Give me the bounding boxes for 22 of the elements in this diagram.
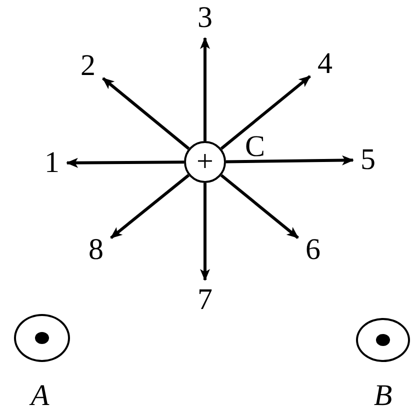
direction-number: 2	[77, 50, 99, 82]
point-label: A	[30, 381, 50, 411]
arrow	[220, 174, 299, 239]
arrow	[226, 155, 354, 166]
direction-number: 7	[194, 284, 216, 316]
direction-number: 8	[85, 234, 107, 266]
wire-symbol	[14, 314, 70, 362]
point-charge: +	[184, 141, 226, 183]
arrow	[200, 183, 210, 281]
direction-number: 1	[41, 147, 63, 179]
direction-number: 3	[194, 2, 216, 34]
direction-number: 4	[314, 48, 336, 80]
arrow	[200, 37, 210, 141]
direction-number: 5	[357, 144, 379, 176]
point-label: C	[245, 132, 265, 162]
arrow	[110, 174, 190, 240]
arrow	[66, 158, 184, 168]
direction-number: 6	[302, 234, 324, 266]
arrow	[220, 75, 311, 150]
wire-symbol	[356, 318, 410, 362]
point-label: B	[374, 381, 392, 411]
arrow	[102, 77, 190, 150]
